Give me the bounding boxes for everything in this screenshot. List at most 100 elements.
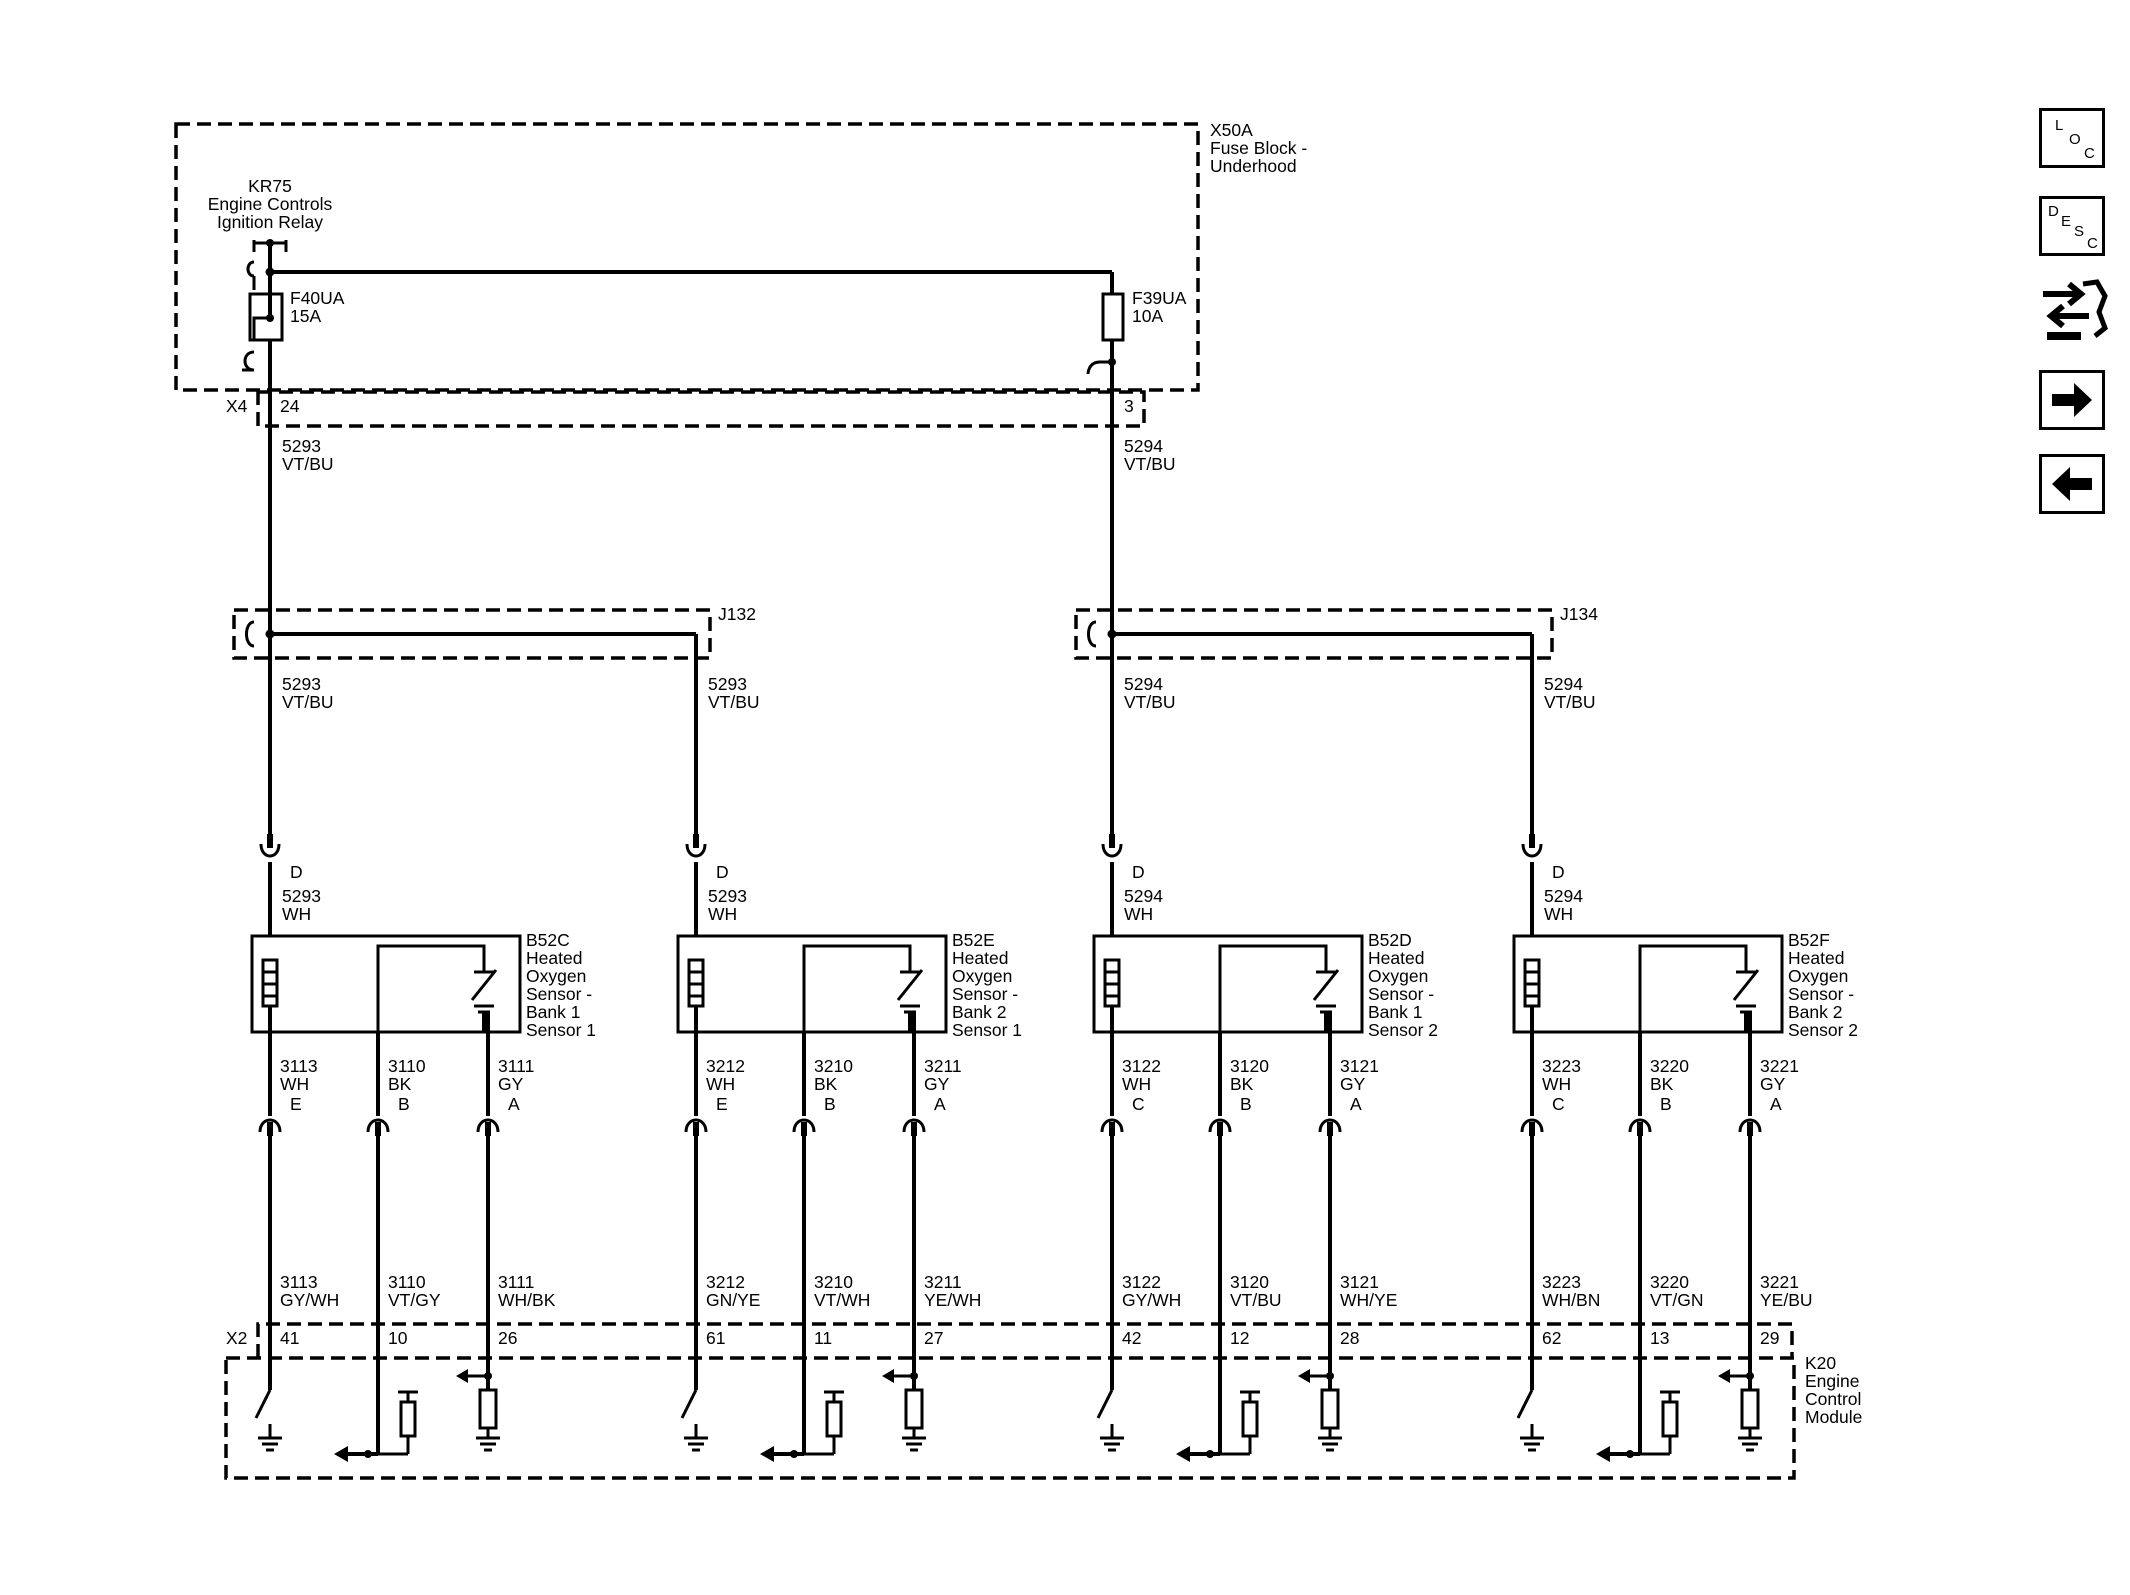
wire-color-label: BK xyxy=(1230,1074,1254,1094)
feed-wh-color-label: WH xyxy=(708,904,737,924)
description-button[interactable]: D E S C xyxy=(2039,196,2105,256)
feed-wh-circuit-label: 5294 xyxy=(1544,886,1583,906)
sensor-pin-label: A xyxy=(1350,1094,1362,1114)
sensor-pin-label: E xyxy=(290,1094,302,1114)
ecm-color-label: VT/GY xyxy=(388,1290,441,1310)
ecm-color-label: VT/GN xyxy=(1650,1290,1703,1310)
ecm-pin-label: 29 xyxy=(1760,1328,1779,1348)
wire-color-label: WH xyxy=(1542,1074,1571,1094)
svg-text:Ignition Relay: Ignition Relay xyxy=(217,212,323,232)
ecm-color-label: YE/BU xyxy=(1760,1290,1813,1310)
sensor-id-label: B52D xyxy=(1368,930,1412,950)
svg-text:X50A: X50A xyxy=(1210,120,1253,140)
wire-color-label: GY xyxy=(1760,1074,1786,1094)
sensor-name-line4: Bank 1 xyxy=(526,1002,580,1022)
wire-color-label: GY xyxy=(1340,1074,1366,1094)
sensor-name-line3: Sensor - xyxy=(952,984,1018,1004)
wire-circuit-label: 3211 xyxy=(924,1056,962,1076)
arrow-left-icon xyxy=(2052,467,2092,501)
sensor-name-line2: Oxygen xyxy=(952,966,1012,986)
ecm-pin-label: 13 xyxy=(1650,1328,1669,1348)
feed-wh-color-label: WH xyxy=(1124,904,1153,924)
fuse-f40ua: F40UA 15A xyxy=(242,272,345,372)
location-button[interactable]: L O C xyxy=(2039,108,2105,168)
wire-circuit-label: 3122 xyxy=(1122,1056,1161,1076)
arrow-right-icon xyxy=(2052,383,2092,417)
svg-text:J134: J134 xyxy=(1560,604,1598,624)
wire-circuit-label: 3110 xyxy=(388,1056,426,1076)
feed-wh-circuit-label: 5293 xyxy=(282,886,321,906)
ecm-color-label: GY/WH xyxy=(280,1290,339,1310)
ecm-color-label: GN/YE xyxy=(706,1290,760,1310)
sensor-name-line4: Bank 2 xyxy=(1788,1002,1842,1022)
ecm-color-label: YE/WH xyxy=(924,1290,981,1310)
ecm-color-label: VT/BU xyxy=(1230,1290,1282,1310)
feed-color-label: VT/BU xyxy=(1124,692,1176,712)
ecm-color-label: WH/BN xyxy=(1542,1290,1600,1310)
svg-text:VT/BU: VT/BU xyxy=(282,454,334,474)
svg-text:5294: 5294 xyxy=(1124,436,1163,456)
wire-color-label: WH xyxy=(280,1074,309,1094)
pin-d-label: D xyxy=(1552,862,1565,882)
svg-text:Fuse Block -: Fuse Block - xyxy=(1210,138,1307,158)
sensor-name-line2: Oxygen xyxy=(1368,966,1428,986)
pin-d-label: D xyxy=(290,862,303,882)
svg-text:X2: X2 xyxy=(226,1328,247,1348)
ecm-pin-label: 42 xyxy=(1122,1328,1141,1348)
svg-text:F39UA: F39UA xyxy=(1132,288,1187,308)
sensor-name-line1: Heated xyxy=(1788,948,1844,968)
wire-color-label: WH xyxy=(706,1074,735,1094)
ecm-circuit-label: 3210 xyxy=(814,1272,853,1292)
wire-circuit-label: 3120 xyxy=(1230,1056,1269,1076)
feed-wh-circuit-label: 5294 xyxy=(1124,886,1163,906)
connector-x4: X4 24 3 xyxy=(226,390,1146,428)
loc-letter-3: C xyxy=(2084,145,2095,162)
wire-circuit-label: 3212 xyxy=(706,1056,745,1076)
feed-wh-color-label: WH xyxy=(282,904,311,924)
ecm-pin-label: 27 xyxy=(924,1328,943,1348)
wire-color-label: BK xyxy=(388,1074,412,1094)
splice-j132: J132 xyxy=(232,604,756,838)
ecm-pin-label: 12 xyxy=(1230,1328,1249,1348)
desc-letter-2: E xyxy=(2061,213,2072,230)
sensor-name-line2: Oxygen xyxy=(526,966,586,986)
ecm-pin-label: 11 xyxy=(814,1328,832,1348)
desc-letter-3: S xyxy=(2074,223,2085,240)
next-page-button[interactable] xyxy=(2039,370,2105,430)
fuse-block-x50a: X50A Fuse Block - Underhood xyxy=(174,120,1307,392)
connector-repair-button[interactable] xyxy=(2039,272,2109,342)
fuse-f39ua: F39UA 10A xyxy=(1086,288,1187,375)
svg-text:Module: Module xyxy=(1805,1407,1862,1427)
pin-d-label: D xyxy=(1132,862,1145,882)
ecm-pin-label: 41 xyxy=(280,1328,299,1348)
feed-wh-circuit-label: 5293 xyxy=(708,886,747,906)
previous-page-button[interactable] xyxy=(2039,454,2105,514)
wire-color-label: WH xyxy=(1122,1074,1151,1094)
svg-text:VT/BU: VT/BU xyxy=(1124,454,1176,474)
svg-text:F40UA: F40UA xyxy=(290,288,345,308)
connector-x2: X2 xyxy=(226,1322,1794,1358)
svg-text:J132: J132 xyxy=(718,604,756,624)
loc-letter-2: O xyxy=(2069,131,2081,148)
sensor-name-line3: Sensor - xyxy=(1368,984,1434,1004)
ecm-color-label: VT/WH xyxy=(814,1290,870,1310)
feed-wire-right: 5294 VT/BU xyxy=(1110,362,1176,838)
ecm-circuit-label: 3211 xyxy=(924,1272,962,1292)
wire-color-label: BK xyxy=(814,1074,838,1094)
feed-wh-color-label: WH xyxy=(1544,904,1573,924)
ecm-circuit-label: 3122 xyxy=(1122,1272,1161,1292)
sensor-name-line1: Heated xyxy=(952,948,1008,968)
svg-text:24: 24 xyxy=(280,396,300,416)
sensor-pin-label: A xyxy=(934,1094,946,1114)
ecm-color-label: WH/YE xyxy=(1340,1290,1397,1310)
sensor-id-label: B52E xyxy=(952,930,995,950)
sensor-name-line3: Sensor - xyxy=(526,984,592,1004)
sensor-pin-label: B xyxy=(398,1094,410,1114)
wire-circuit-label: 3111 xyxy=(498,1056,534,1076)
wire-circuit-label: 3210 xyxy=(814,1056,853,1076)
feed-circuit-label: 5294 xyxy=(1544,674,1583,694)
